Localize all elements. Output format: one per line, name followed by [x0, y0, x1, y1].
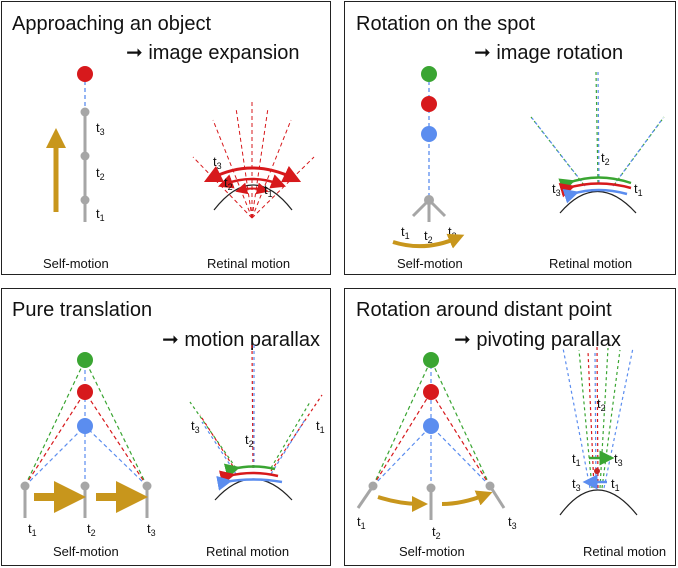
position-marker [20, 481, 30, 491]
time-label: t2 [424, 228, 433, 245]
caption-retinal-motion: Retinal motion [207, 256, 291, 271]
expansion-arrow-t1 [235, 182, 269, 195]
caption-retinal-motion: Retinal motion [583, 544, 667, 559]
caption-retinal-motion: Retinal motion [549, 256, 633, 271]
rotation-arrow-blue [562, 188, 628, 204]
time-label: t3 [508, 514, 517, 531]
time-label: t3 [614, 451, 623, 468]
panel-subtitle-text: image expansion [148, 42, 300, 64]
time-label: t1 [572, 451, 581, 468]
parallax-arrow-blue [216, 475, 283, 491]
pivot-retinal-motion: t2 t1 t3 t3 t1 [559, 344, 638, 516]
approaching-retinal-motion: t3 t2 t1 [192, 102, 315, 219]
time-label: t1 [357, 514, 366, 531]
panel-subtitle-text: motion parallax [184, 329, 320, 351]
panel-title: Rotation around distant point [356, 299, 612, 321]
panel-subtitle-text: pivoting parallax [476, 329, 621, 351]
position-marker [80, 107, 90, 117]
arrow-icon: ➞ [474, 42, 491, 64]
position-marker [142, 481, 152, 491]
time-label: t3 [213, 154, 222, 171]
panel-subtitle: ➞ image expansion [126, 40, 300, 65]
time-label: t2 [245, 432, 254, 449]
position-marker [424, 195, 434, 205]
target-dot-red [77, 66, 93, 82]
pivot-motion-arrow [441, 490, 493, 506]
caption-self-motion: Self-motion [53, 544, 119, 559]
time-label: t1 [316, 418, 325, 435]
rotation-arrow-green [558, 176, 632, 193]
parallax-arrow-green [223, 463, 276, 479]
caption-self-motion: Self-motion [397, 256, 463, 271]
translation-self-motion: t1 t2 t3 [20, 352, 156, 538]
time-label: t1 [264, 182, 273, 199]
pivot-self-motion: t1 t2 t3 [356, 352, 517, 541]
position-marker [426, 483, 436, 493]
rotation-motion-arrow [392, 233, 465, 249]
pivot-motion-arrow [377, 495, 428, 512]
time-label: t3 [572, 476, 581, 493]
rotation-retinal-motion: t2 t3 t1 [530, 71, 665, 214]
caption-retinal-motion: Retinal motion [206, 544, 290, 559]
rotation-self-motion: t1 t2 t3 [392, 66, 465, 249]
target-dot-green [421, 66, 437, 82]
target-dot-red [423, 384, 439, 400]
time-label: t2 [96, 165, 105, 182]
position-marker [485, 481, 495, 491]
time-label: t2 [597, 396, 606, 413]
target-dot-red [77, 384, 93, 400]
caption-self-motion: Self-motion [43, 256, 109, 271]
target-dot-green [77, 352, 93, 368]
time-label: t3 [96, 120, 105, 137]
approaching-self-motion: t3 t2 t1 [46, 66, 105, 223]
pivot-point [594, 468, 600, 474]
position-marker [80, 195, 90, 205]
arrow-icon: ➞ [162, 329, 179, 351]
target-dot-red [421, 96, 437, 112]
time-label: t1 [634, 181, 643, 198]
time-label: t1 [28, 521, 37, 538]
panel-pure-translation [1, 288, 331, 566]
time-label: t3 [147, 521, 156, 538]
time-label: t2 [224, 175, 233, 192]
panel-rotation-distant [344, 288, 676, 566]
time-label: t1 [611, 476, 620, 493]
target-dot-blue [421, 126, 437, 142]
expansion-arrow-t2 [217, 174, 287, 189]
panel-subtitle-text: image rotation [496, 42, 624, 64]
panel-rotation-spot [344, 1, 676, 275]
target-dot-blue [77, 418, 93, 434]
parallax-arrow-red [218, 470, 279, 486]
position-marker [80, 481, 90, 491]
time-label: t2 [87, 521, 96, 538]
target-dot-blue [423, 418, 439, 434]
translation-retinal-motion: t2 t3 t1 [189, 343, 325, 501]
time-label: t2 [432, 524, 441, 541]
time-label: t3 [552, 181, 561, 198]
arrow-icon: ➞ [126, 42, 143, 64]
rotation-arrow-red [558, 182, 632, 198]
time-label: t3 [191, 418, 200, 435]
panel-title: Pure translation [12, 299, 153, 321]
position-marker [80, 151, 90, 161]
time-label: t1 [96, 206, 105, 223]
arrow-icon: ➞ [454, 329, 471, 351]
panel-title: Rotation on the spot [356, 13, 536, 35]
time-label: t1 [401, 224, 410, 241]
panel-subtitle: ➞ motion parallax [162, 327, 320, 352]
position-marker [368, 481, 378, 491]
panel-subtitle: ➞ image rotation [474, 40, 623, 65]
target-dot-green [423, 352, 439, 368]
panel-subtitle: ➞ pivoting parallax [454, 327, 621, 352]
caption-self-motion: Self-motion [399, 544, 465, 559]
time-label: t2 [601, 150, 610, 167]
panel-title: Approaching an object [12, 13, 212, 35]
